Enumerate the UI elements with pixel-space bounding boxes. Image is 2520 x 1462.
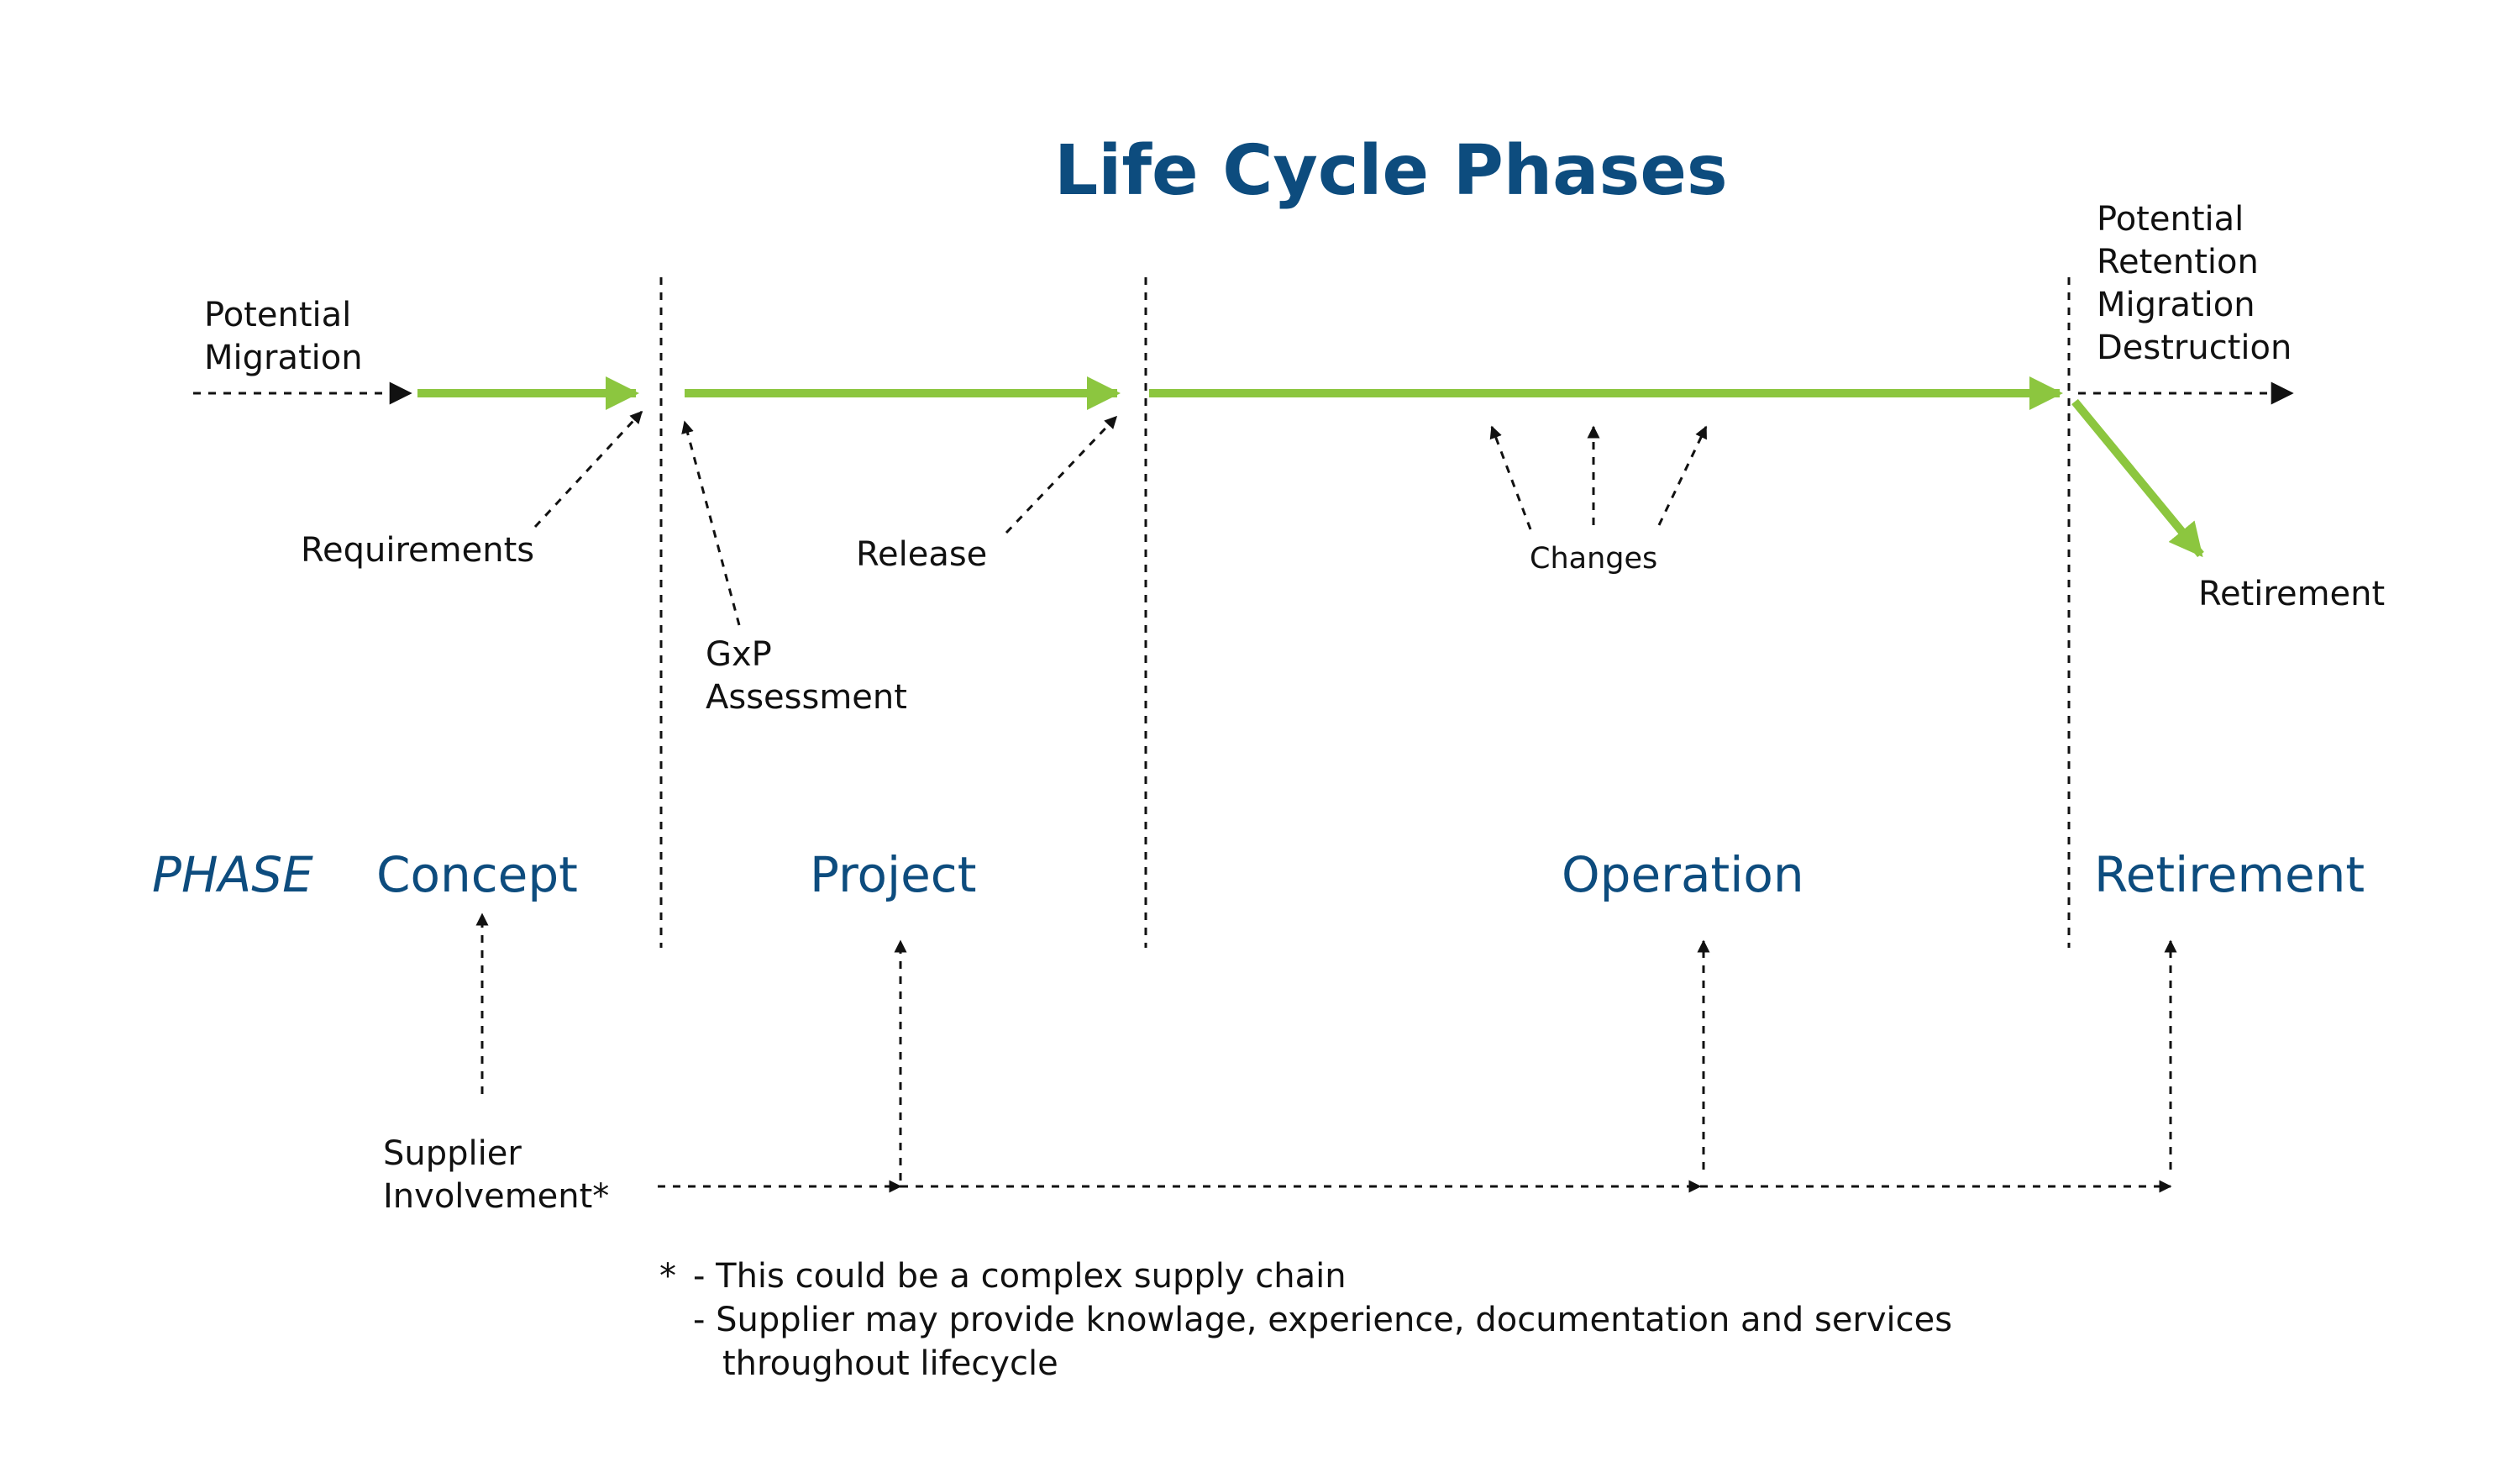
gxp-assessment-line-1: GxP [706, 635, 772, 674]
footnote-line-3: throughout lifecycle [722, 1344, 1058, 1383]
gxp-assessment-line-2: Assessment [706, 678, 907, 717]
footnote-line-1: - This could be a complex supply chain [693, 1257, 1347, 1296]
end-option-potential: Potential [2097, 200, 2244, 239]
gxp-assessment-label: GxP Assessment [706, 634, 907, 719]
diagram-title: Life Cycle Phases [1054, 131, 1728, 211]
footnote-marker: * [659, 1257, 676, 1296]
changes-label: Changes [1530, 542, 1658, 576]
requirements-label: Requirements [301, 531, 535, 570]
phase-concept: Concept [376, 846, 578, 903]
gxp-assessment-pointer [681, 420, 741, 626]
end-options-label: Potential Retention Migration Destructio… [2097, 198, 2292, 370]
potential-migration-label: Potential Migration [204, 294, 363, 380]
phase-project: Project [810, 846, 977, 903]
retirement-arrow [2071, 398, 2204, 558]
changes-pointer-left [1489, 425, 1532, 530]
retirement-annotation-label: Retirement [2198, 575, 2386, 613]
supplier-involvement-line-1: Supplier [383, 1134, 522, 1173]
end-option-migration: Migration [2097, 286, 2255, 324]
potential-migration-line-1: Potential [204, 296, 352, 334]
footnote-line-2: - Supplier may provide knowlage, experie… [693, 1301, 1953, 1339]
supplier-involvement-line-2: Involvement* [383, 1177, 610, 1216]
release-pointer [1005, 415, 1118, 534]
phase-operation: Operation [1562, 846, 1804, 903]
end-option-destruction: Destruction [2097, 329, 2292, 367]
phase-row-label: PHASE [152, 846, 313, 903]
release-label: Release [856, 535, 988, 574]
changes-pointer-right [1657, 425, 1708, 526]
potential-migration-line-2: Migration [204, 339, 363, 377]
phase-retirement: Retirement [2094, 846, 2365, 903]
supplier-involvement-label: Supplier Involvement* [383, 1133, 609, 1218]
requirements-pointer [533, 410, 643, 529]
end-option-retention: Retention [2097, 243, 2259, 281]
